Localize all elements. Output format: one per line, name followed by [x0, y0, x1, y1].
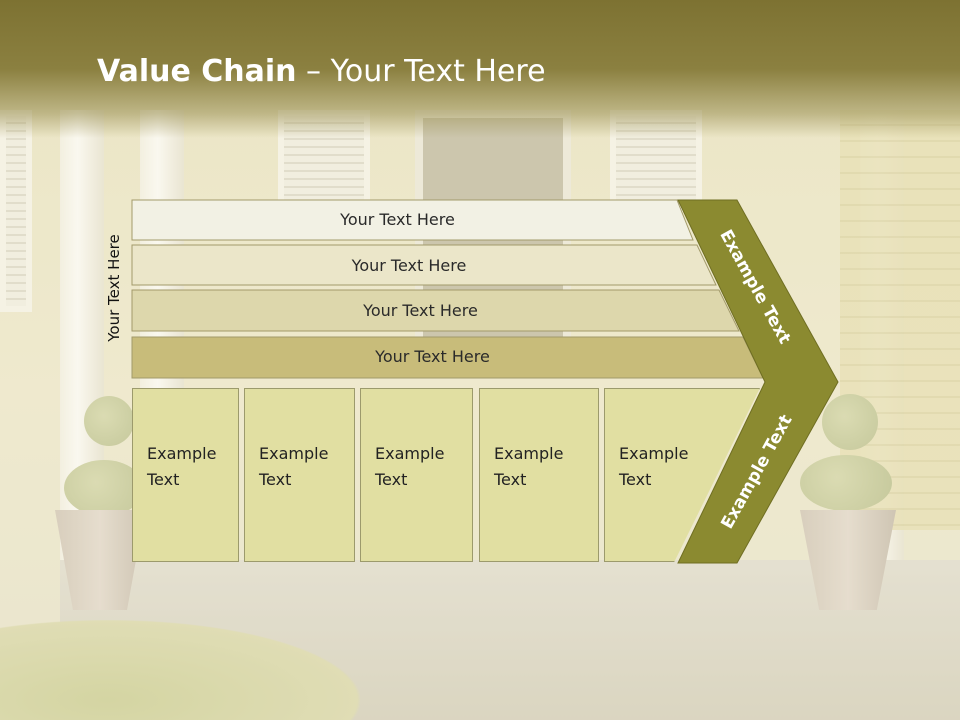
box-1[interactable]: Example Text: [132, 388, 239, 562]
band-1[interactable]: Your Text Here: [132, 200, 693, 238]
band-4[interactable]: Your Text Here: [132, 337, 763, 375]
box-3-line1: Example: [375, 444, 445, 463]
box-2[interactable]: Example Text: [244, 388, 355, 562]
box-4-line2: Text: [494, 470, 527, 489]
box-5-line1: Example: [619, 444, 689, 463]
band-2-label: Your Text Here: [351, 255, 467, 275]
box-4[interactable]: Example Text: [479, 388, 599, 562]
box-2-line2: Text: [259, 470, 292, 489]
band-4-label: Your Text Here: [375, 346, 490, 366]
band-3-label: Your Text Here: [363, 300, 478, 320]
band-1-label: Your Text Here: [340, 209, 455, 229]
box-1-line2: Text: [147, 470, 180, 489]
box-2-line1: Example: [259, 444, 329, 463]
band-shape-1: [131, 199, 694, 241]
band-2[interactable]: Your Text Here: [132, 246, 716, 284]
band-shape-2: [131, 244, 717, 286]
slide-title[interactable]: Value Chain – Your Text Here: [97, 54, 546, 89]
chevron-shape: [677, 199, 839, 564]
box-3-line2: Text: [375, 470, 408, 489]
band-shape-3: [131, 289, 740, 332]
box-4-line1: Example: [494, 444, 564, 463]
box-3[interactable]: Example Text: [360, 388, 473, 562]
title-bold: Value Chain: [97, 54, 297, 89]
title-bar: [0, 0, 960, 138]
box-5-line2: Text: [619, 470, 652, 489]
box-1-line1: Example: [147, 444, 217, 463]
title-rest: – Your Text Here: [296, 54, 546, 89]
band-3[interactable]: Your Text Here: [132, 291, 739, 329]
